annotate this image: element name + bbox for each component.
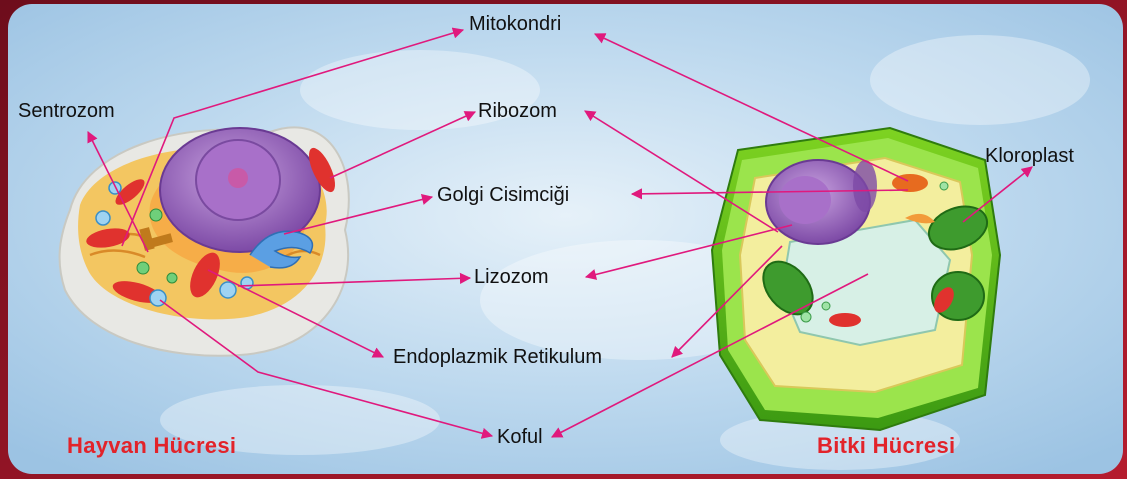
label-mitokondri: Mitokondri [469,13,561,35]
label-lizozom: Lizozom [474,266,548,288]
label-endoplazmik-retikulum: Endoplazmik Retikulum [393,346,602,368]
caption-animal-cell: Hayvan Hücresi [67,433,236,459]
caption-plant-cell: Bitki Hücresi [817,433,955,459]
plant-cell [712,128,1000,430]
label-kloroplast: Kloroplast [985,145,1074,167]
label-ribozom: Ribozom [478,100,557,122]
label-golgi: Golgi Cisimciği [437,184,569,206]
label-koful: Koful [497,426,543,448]
label-sentrozom: Sentrozom [18,100,115,122]
arrow-ribozom-animal [330,112,475,178]
